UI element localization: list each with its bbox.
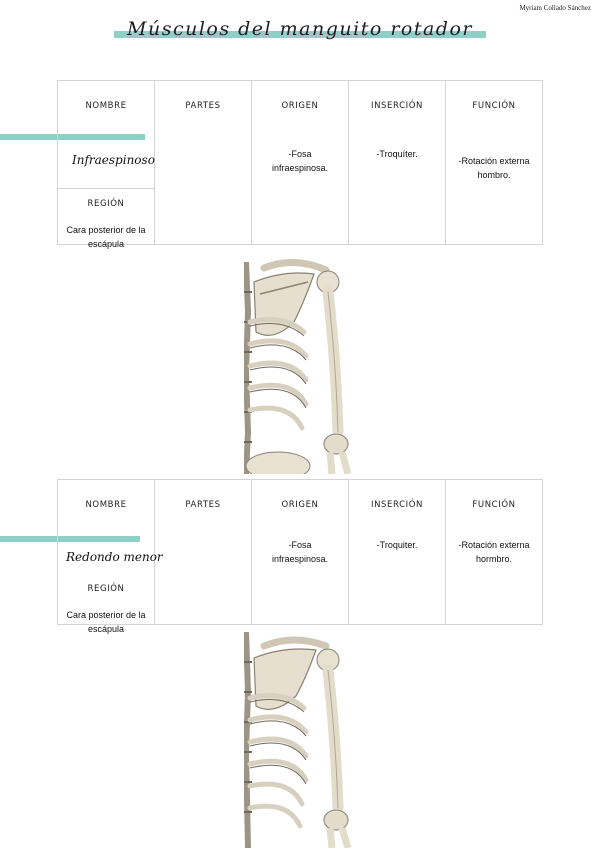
funcion-cell: FUNCIÓN -Rotación externa hormbro. xyxy=(445,479,543,625)
header-funcion: FUNCIÓN xyxy=(472,101,516,111)
header-nombre: NOMBRE xyxy=(85,500,127,510)
muscle-table-2: NOMBRE Redondo menor REGIÓN Cara posteri… xyxy=(57,479,543,634)
header-nombre: NOMBRE xyxy=(85,101,127,111)
region-label: REGIÓN xyxy=(87,584,125,594)
muscle-name: Infraespinoso xyxy=(72,153,155,167)
insercion-cell: INSERCIÓN -Troquíter. xyxy=(348,80,446,245)
title-text: Músculos del manguito rotador xyxy=(127,18,473,40)
title-highlight xyxy=(114,31,486,38)
header-origen: ORIGEN xyxy=(281,500,319,510)
funcion-cell: FUNCIÓN -Rotación externa hombro. xyxy=(445,80,543,245)
origen-value: -Fosa infraespinosa. xyxy=(271,540,329,564)
nombre-cell: NOMBRE Infraespinoso REGIÓN Cara posteri… xyxy=(57,80,155,249)
skeleton-shoulder-image xyxy=(244,632,364,848)
header-partes: PARTES xyxy=(185,500,221,510)
origen-cell: ORIGEN -Fosa infraespinosa. xyxy=(251,479,349,625)
insercion-value: -Troquíter. xyxy=(376,149,418,159)
funcion-value: -Rotación externa hombro. xyxy=(458,156,530,180)
muscle-table-1: NOMBRE Infraespinoso REGIÓN Cara posteri… xyxy=(57,80,543,249)
origen-value: -Fosa infraespinosa. xyxy=(271,149,329,173)
page-title: Músculos del manguito rotador xyxy=(110,18,490,48)
nombre-cell: NOMBRE Redondo menor REGIÓN Cara posteri… xyxy=(57,479,163,634)
funcion-value: -Rotación externa hormbro. xyxy=(458,540,530,564)
cell-divider xyxy=(58,188,154,189)
skeleton-shoulder-image xyxy=(244,252,364,474)
partes-cell: PARTES xyxy=(154,479,252,625)
header-origen: ORIGEN xyxy=(281,101,319,111)
region-value: Cara posterior de la escápula xyxy=(66,225,146,249)
header-insercion: INSERCIÓN xyxy=(370,101,423,111)
region-label: REGIÓN xyxy=(87,199,125,209)
header-partes: PARTES xyxy=(185,101,221,111)
origen-cell: ORIGEN -Fosa infraespinosa. xyxy=(251,80,349,245)
header-funcion: FUNCIÓN xyxy=(472,500,516,510)
insercion-cell: INSERCIÓN -Troquiter. xyxy=(348,479,446,625)
muscle-name: Redondo menor xyxy=(66,550,163,564)
author-name: Myriam Collado Sánchez xyxy=(519,4,591,12)
insercion-value: -Troquiter. xyxy=(376,540,418,550)
partes-cell: PARTES xyxy=(154,80,252,245)
region-value: Cara posterior de la escápula xyxy=(66,610,146,634)
header-insercion: INSERCIÓN xyxy=(370,500,423,510)
